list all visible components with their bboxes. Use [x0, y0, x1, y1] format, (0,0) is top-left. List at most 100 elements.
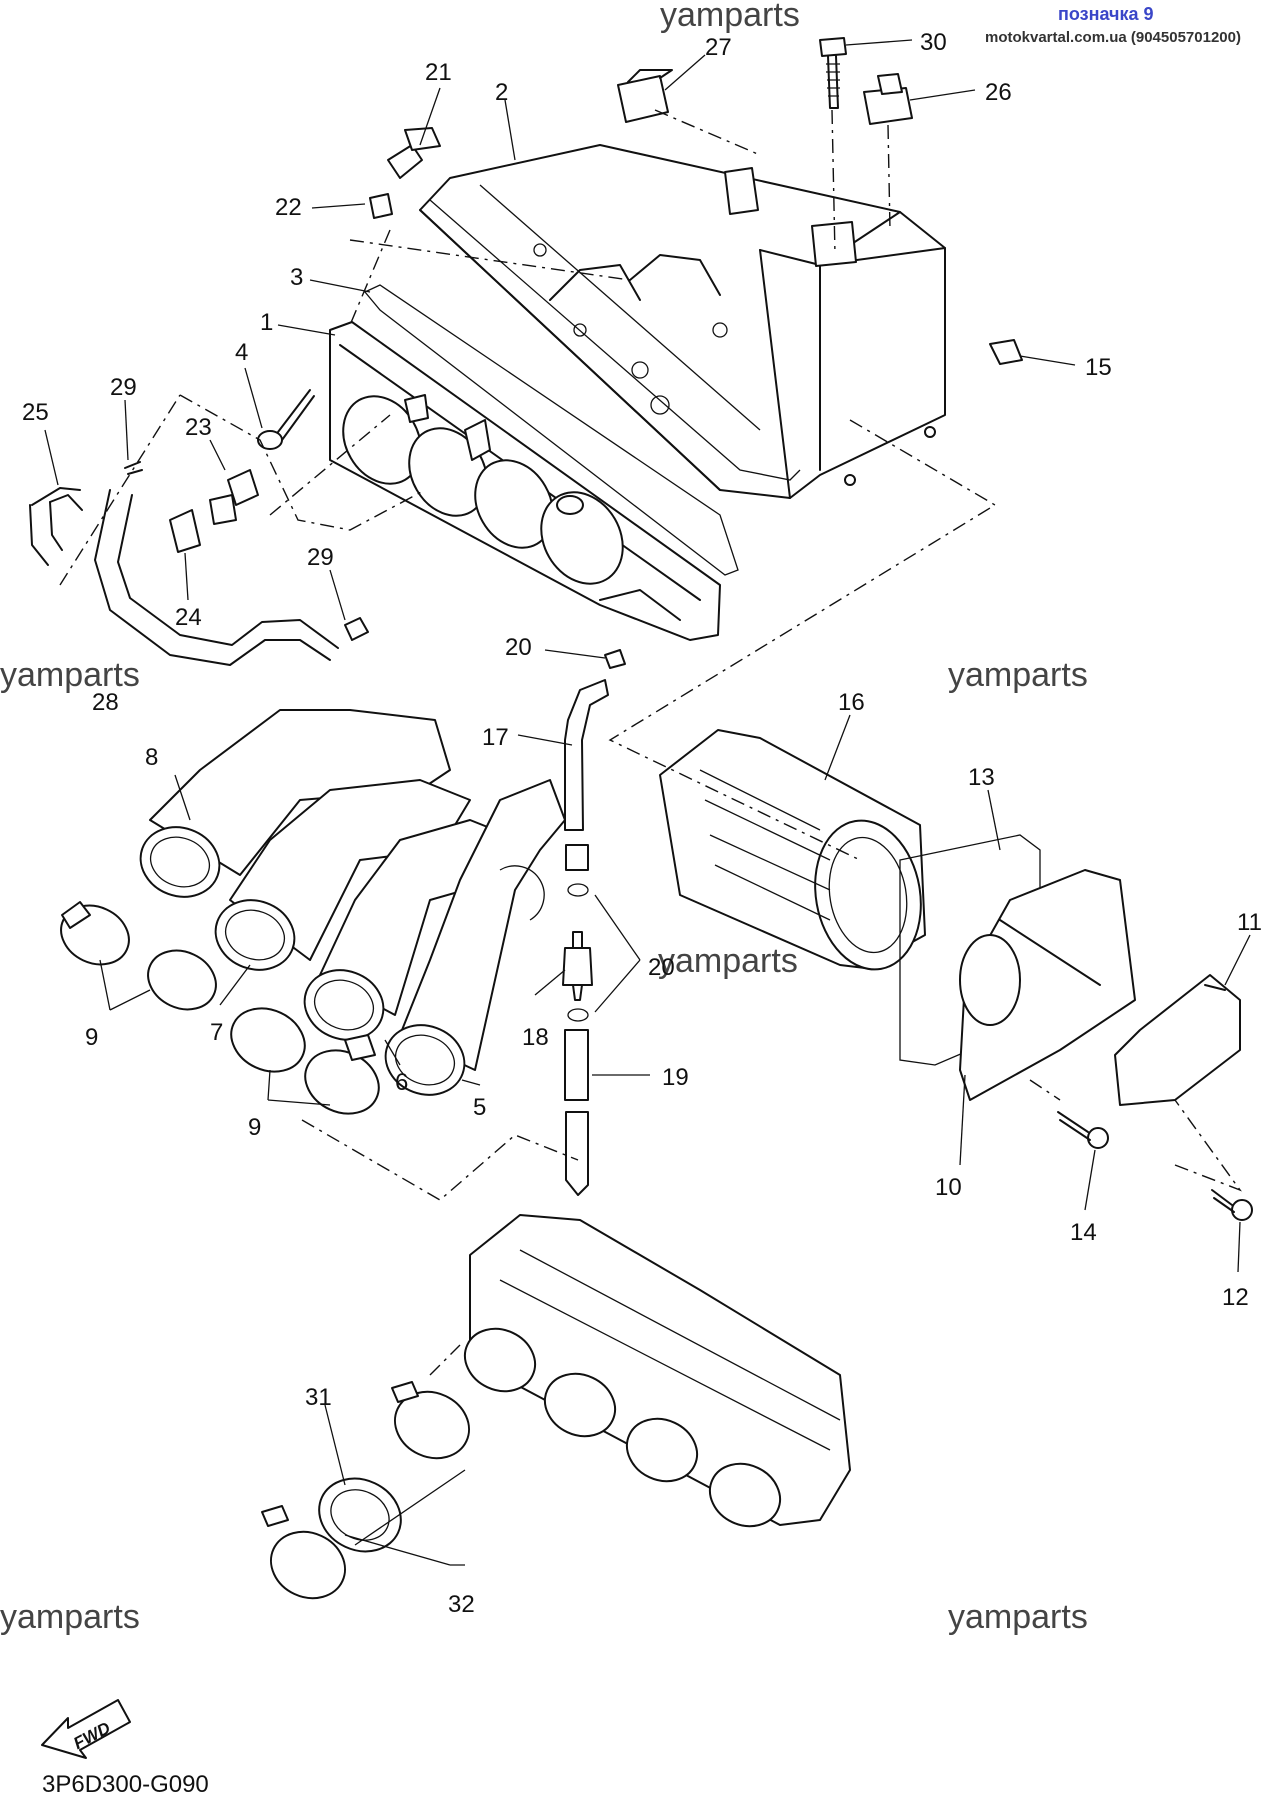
callout-21: 21 — [425, 59, 452, 86]
callout-19: 19 — [662, 1064, 689, 1091]
leader-line — [824, 714, 851, 781]
intake-joint-7 — [214, 779, 471, 971]
leader-line — [209, 439, 226, 471]
leader-line — [504, 99, 516, 161]
callout-32: 32 — [448, 1591, 475, 1618]
leader-line — [1019, 355, 1076, 366]
clamp-22 — [369, 193, 393, 219]
leader-line — [534, 969, 566, 996]
callout-30: 30 — [920, 29, 947, 56]
hose-fitting-21 — [387, 127, 441, 179]
leader-line — [277, 324, 336, 336]
hose-17 — [564, 679, 609, 831]
screw-4 — [257, 389, 315, 450]
callout-2: 2 — [495, 79, 508, 106]
callout-17: 17 — [482, 724, 509, 751]
hose-25 — [29, 487, 83, 566]
leader-line — [544, 649, 606, 659]
diagram-badge: позначка 9 — [1058, 4, 1154, 24]
assembly-line — [179, 394, 426, 531]
carburetor-assembly — [463, 1214, 851, 1528]
callout-1: 1 — [260, 309, 273, 336]
assembly-line — [429, 1344, 461, 1376]
leader-line — [517, 734, 573, 746]
watermark-top: yamparts — [660, 0, 800, 34]
hose-joint — [565, 844, 589, 871]
leader-line — [594, 894, 641, 1013]
callout-5: 5 — [473, 1094, 486, 1121]
assembly-line — [1174, 1099, 1242, 1192]
callout-31: 31 — [305, 1384, 332, 1411]
leader-line — [219, 964, 251, 1006]
assembly-line — [608, 419, 997, 861]
clip-29-upper — [124, 461, 143, 475]
air-filter-case — [419, 144, 946, 499]
leader-line — [309, 279, 371, 293]
air-filter-cap-10 — [959, 869, 1136, 1101]
clamp-32 — [261, 1381, 470, 1600]
watermark-left-bottom: yamparts — [0, 1598, 140, 1636]
callout-15: 15 — [1085, 354, 1112, 381]
callout-9-left: 9 — [85, 1024, 98, 1051]
fitting-24 — [169, 509, 201, 553]
watermark-right-mid: yamparts — [948, 656, 1088, 694]
diagram-code: 3P6D300-G090 — [42, 1771, 209, 1798]
callout-3: 3 — [290, 264, 303, 291]
leader-line — [987, 789, 1001, 851]
leader-line — [419, 87, 441, 146]
leader-line — [384, 1039, 401, 1066]
callout-9-right: 9 — [248, 1114, 261, 1141]
callout-8: 8 — [145, 744, 158, 771]
fuel-filter-18 — [562, 883, 593, 1022]
callout-26: 26 — [985, 79, 1012, 106]
callout-6: 6 — [395, 1069, 408, 1096]
leader-line — [845, 39, 913, 46]
clamp-9-left — [60, 901, 217, 1011]
assembly-line — [349, 229, 391, 326]
leader-line — [324, 1404, 346, 1486]
assembly-line — [269, 414, 391, 516]
intake-joint-5 — [384, 779, 566, 1096]
leader-line — [461, 1079, 481, 1086]
leader-line — [174, 774, 191, 821]
bolt-30 — [819, 37, 847, 109]
screw-12 — [1211, 1189, 1253, 1221]
callout-22: 22 — [275, 194, 302, 221]
clip-26 — [863, 73, 913, 125]
clip-20-upper — [604, 649, 626, 669]
cover-11 — [1114, 974, 1241, 1106]
nut-15 — [989, 339, 1023, 365]
source-site-label: motokvartal.com.ua (904505701200) — [985, 29, 1241, 46]
gasket-case — [363, 284, 739, 576]
hose-19 — [564, 1029, 589, 1196]
assembly-line — [654, 109, 761, 156]
callout-14: 14 — [1070, 1219, 1097, 1246]
leader-line — [329, 569, 346, 621]
assembly-line — [887, 124, 891, 231]
callout-10: 10 — [935, 1174, 962, 1201]
callout-20-upper: 20 — [505, 634, 532, 661]
watermark-right-bottom: yamparts — [948, 1598, 1088, 1636]
intake-joint-8 — [139, 709, 451, 898]
leader-line — [99, 959, 151, 1011]
callout-29-upper: 29 — [110, 374, 137, 401]
clip-29-lower — [344, 617, 369, 641]
callout-23: 23 — [185, 414, 212, 441]
leader-line — [664, 54, 706, 91]
callout-11: 11 — [1237, 909, 1262, 936]
leader-line — [959, 1074, 966, 1166]
air-filter-joint-plate — [329, 321, 721, 641]
air-filter-element-16 — [659, 729, 926, 971]
callout-13: 13 — [968, 764, 995, 791]
watermark-left-mid: yamparts — [0, 656, 140, 694]
leader-line — [1237, 1221, 1241, 1273]
leader-line — [1224, 934, 1251, 986]
callout-16: 16 — [838, 689, 865, 716]
leader-line — [344, 1469, 466, 1566]
leader-line — [1084, 1149, 1096, 1211]
fitting-23 — [209, 469, 259, 525]
leader-line — [184, 552, 189, 601]
callout-20-lower: 20 — [648, 954, 675, 981]
